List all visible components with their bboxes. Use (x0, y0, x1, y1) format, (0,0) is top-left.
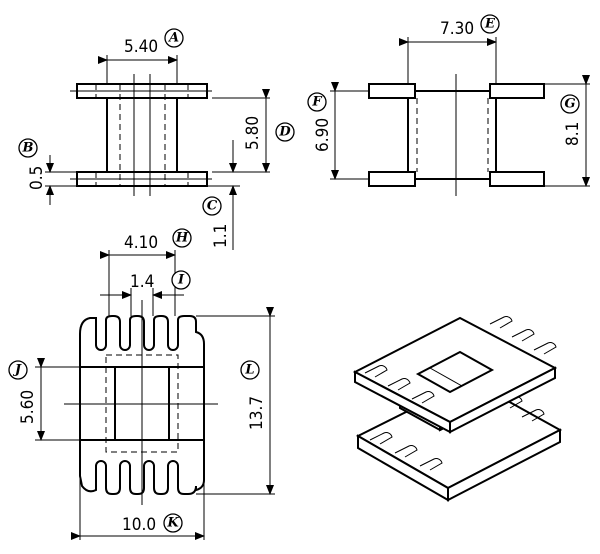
front-view: 5.40 A 5.80 D 1.1 C 0.5 B (18, 28, 295, 250)
dim-G-value: 8.1 (563, 122, 583, 146)
dim-H-value: 4.10 (124, 233, 158, 253)
dim-K-marker (163, 513, 183, 533)
dim-F-value: 6.90 (313, 118, 333, 152)
dim-G-marker (560, 94, 580, 114)
side-flange-tl (368, 83, 416, 99)
dim-B-marker (18, 138, 38, 158)
svg-text:H: H (175, 231, 189, 246)
dim-E-value: 7.30 (440, 19, 474, 39)
dim-J-value: 5.60 (18, 390, 38, 424)
svg-text:D: D (278, 125, 291, 140)
dim-L-value: 13.7 (247, 396, 267, 430)
dim-K-value: 10.0 (122, 515, 156, 535)
svg-text:I: I (177, 273, 185, 288)
dim-D-marker (275, 122, 295, 142)
side-flange-br (489, 171, 545, 187)
bottom-view-outline (79, 315, 205, 495)
svg-text:C: C (207, 199, 218, 214)
svg-text:K: K (166, 516, 179, 531)
side-view: 7.30 E 6.90 F 8.1 G (307, 14, 590, 196)
dim-L-marker (240, 360, 260, 380)
dim-I-value: 1.4 (130, 272, 154, 292)
dim-F-marker (307, 92, 327, 112)
side-flange-tr (489, 83, 545, 99)
svg-text:G: G (564, 97, 575, 112)
dim-C-marker (202, 196, 222, 216)
side-flange-bl (368, 171, 416, 187)
dim-C-value: 1.1 (211, 224, 231, 248)
bottom-view: 4.10 H 1.4 I 5.60 J 10.0 K 13.7 L (8, 228, 275, 540)
isometric-view (352, 316, 563, 502)
dim-D-value: 5.80 (243, 116, 263, 150)
dim-I-marker (171, 270, 191, 290)
dim-A-value: 5.40 (124, 37, 158, 57)
dim-B-value: 0.5 (27, 166, 47, 190)
svg-text:E: E (484, 17, 496, 32)
svg-text:F: F (311, 95, 322, 110)
svg-text:J: J (12, 363, 22, 378)
dim-J-marker (8, 360, 28, 380)
svg-text:L: L (244, 363, 254, 378)
svg-text:B: B (22, 141, 34, 156)
dim-H-marker (172, 228, 192, 248)
dim-A-marker (164, 28, 184, 48)
svg-text:A: A (167, 31, 179, 46)
dim-E-marker (480, 14, 500, 34)
